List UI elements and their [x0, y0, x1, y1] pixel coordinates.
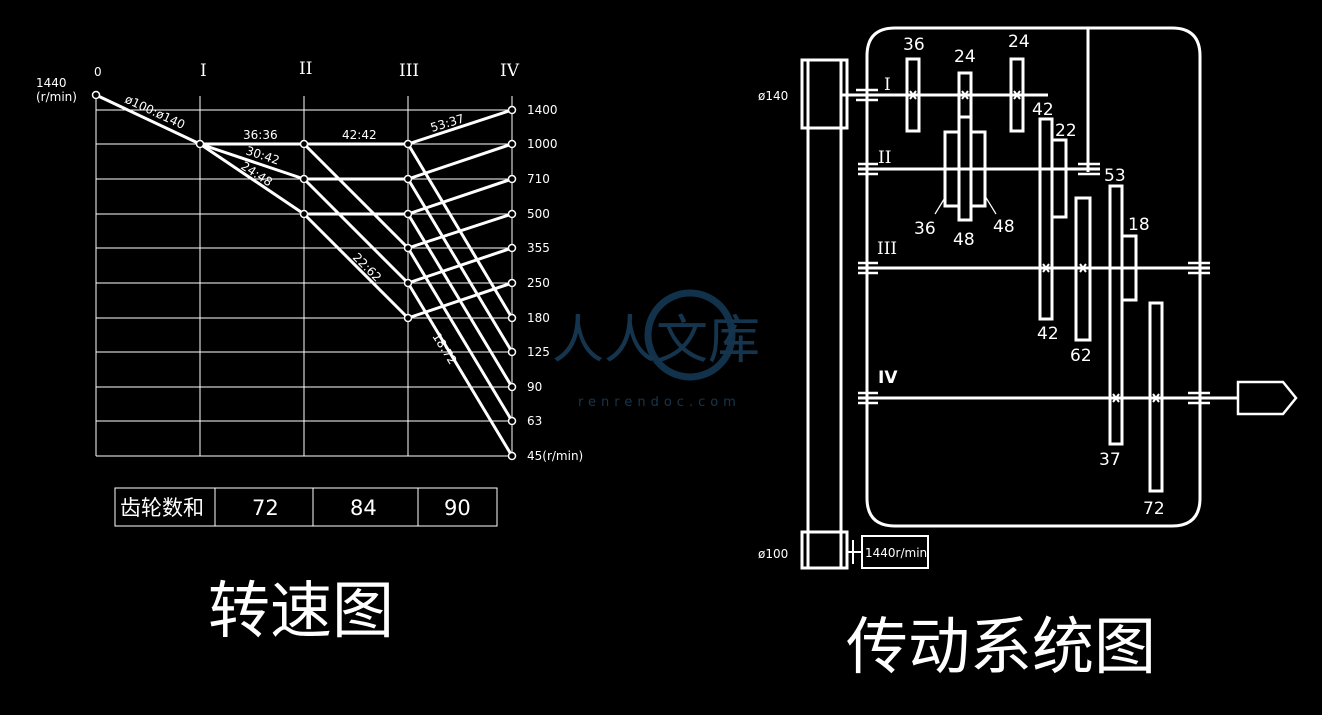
speed-label-180: 180: [527, 311, 550, 325]
gear-18-shaft-III: [1120, 234, 1138, 302]
origin-speed: 1440: [36, 76, 67, 90]
watermark-url: renrendoc.com: [578, 395, 741, 410]
shaft-label-IV: IV: [500, 61, 520, 81]
gear-label-62: 62: [1070, 346, 1092, 366]
gear-36-shaft-I: [905, 57, 921, 133]
speed-nodes: [91, 90, 517, 461]
speed-label-250: 250: [527, 276, 550, 290]
gear-label-36-bottom: 36: [914, 219, 936, 239]
pulley-bottom-label: ø100: [758, 547, 788, 561]
gear-label-24-b: 24: [1008, 32, 1030, 52]
belt: [806, 58, 843, 570]
motor-label: 1440r/min: [865, 546, 927, 560]
speed-label-1400: 1400: [527, 103, 558, 117]
gear-label-42-top: 42: [1032, 100, 1054, 120]
speed-diagram-title: 转速图: [208, 574, 394, 647]
speed-label-1000: 1000: [527, 137, 558, 151]
gear-42-shaft-III: [1038, 117, 1054, 321]
ratio-36-36: 36:36: [243, 128, 278, 142]
gear-label-18: 18: [1128, 215, 1150, 235]
speed-lines: [94, 93, 514, 458]
shaft-label-IV: IV: [878, 368, 898, 388]
gear-53-shaft-III: [1108, 184, 1124, 446]
gear-sum-header: 齿轮数和: [120, 496, 204, 520]
gear-label-48-b: 48: [993, 217, 1015, 237]
shaft-label-III: III: [399, 61, 419, 81]
speed-diagram: [91, 90, 517, 461]
gear-sum-table: 齿轮数和 72 84 90: [114, 487, 498, 527]
shaft-label-I: I: [200, 61, 207, 81]
speed-label-500: 500: [527, 207, 550, 221]
shaft-label-0: 0: [94, 65, 102, 79]
ratio-42-42: 42:42: [342, 128, 377, 142]
shaft-label-III: III: [877, 239, 897, 259]
gear-62-shaft-III: [1074, 196, 1092, 342]
gear-label-53: 53: [1104, 166, 1126, 186]
gear-48-shaft-II-b: [969, 130, 987, 208]
speed-label-710: 710: [527, 172, 550, 186]
gear-label-72: 72: [1143, 499, 1165, 519]
transmission-labels: ø140 ø100 1440r/min I II III IV 36 24 24…: [758, 32, 1165, 561]
gear-sum-72: 72: [252, 496, 279, 520]
shaft-label-II: II: [878, 148, 891, 168]
shaft-label-II: II: [299, 59, 312, 79]
gearbox-housing: [865, 26, 1202, 528]
pulley-top-label: ø140: [758, 89, 788, 103]
speed-label-125: 125: [527, 345, 550, 359]
gear-mesh-marks: [909, 90, 1160, 403]
gear-sum-84: 84: [350, 496, 377, 520]
watermark-text: 人人文库: [552, 311, 760, 371]
spindle-nose: [1236, 380, 1298, 416]
gear-24-shaft-I-b: [1009, 57, 1025, 133]
speed-grid: [95, 96, 513, 457]
gear-72-shaft-IV: [1148, 301, 1164, 493]
speed-label-90: 90: [527, 380, 542, 394]
gear-sum-90: 90: [444, 496, 471, 520]
speed-label-355: 355: [527, 241, 550, 255]
pulley-bottom: [800, 530, 849, 570]
speed-label-63: 63: [527, 414, 542, 428]
shaft-label-I: I: [884, 75, 891, 95]
gear-label-42-bottom: 42: [1037, 324, 1059, 344]
transmission-diagram-title: 传动系统图: [846, 610, 1156, 683]
speed-label-45: 45(r/min): [527, 449, 583, 463]
origin-unit: (r/min): [36, 90, 77, 104]
transmission-diagram: [800, 26, 1298, 570]
gear-label-22: 22: [1055, 121, 1077, 141]
bearings: [856, 88, 1210, 405]
gear-label-36-top: 36: [903, 35, 925, 55]
ratio-18-72: 18:72: [429, 330, 459, 367]
gear-label-37: 37: [1099, 450, 1121, 470]
gear-label-24-a: 24: [954, 47, 976, 67]
watermark: 人人文库 renrendoc.com: [552, 289, 760, 410]
gear-22-shaft-II: [1050, 138, 1068, 219]
gear-label-48-a: 48: [953, 230, 975, 250]
